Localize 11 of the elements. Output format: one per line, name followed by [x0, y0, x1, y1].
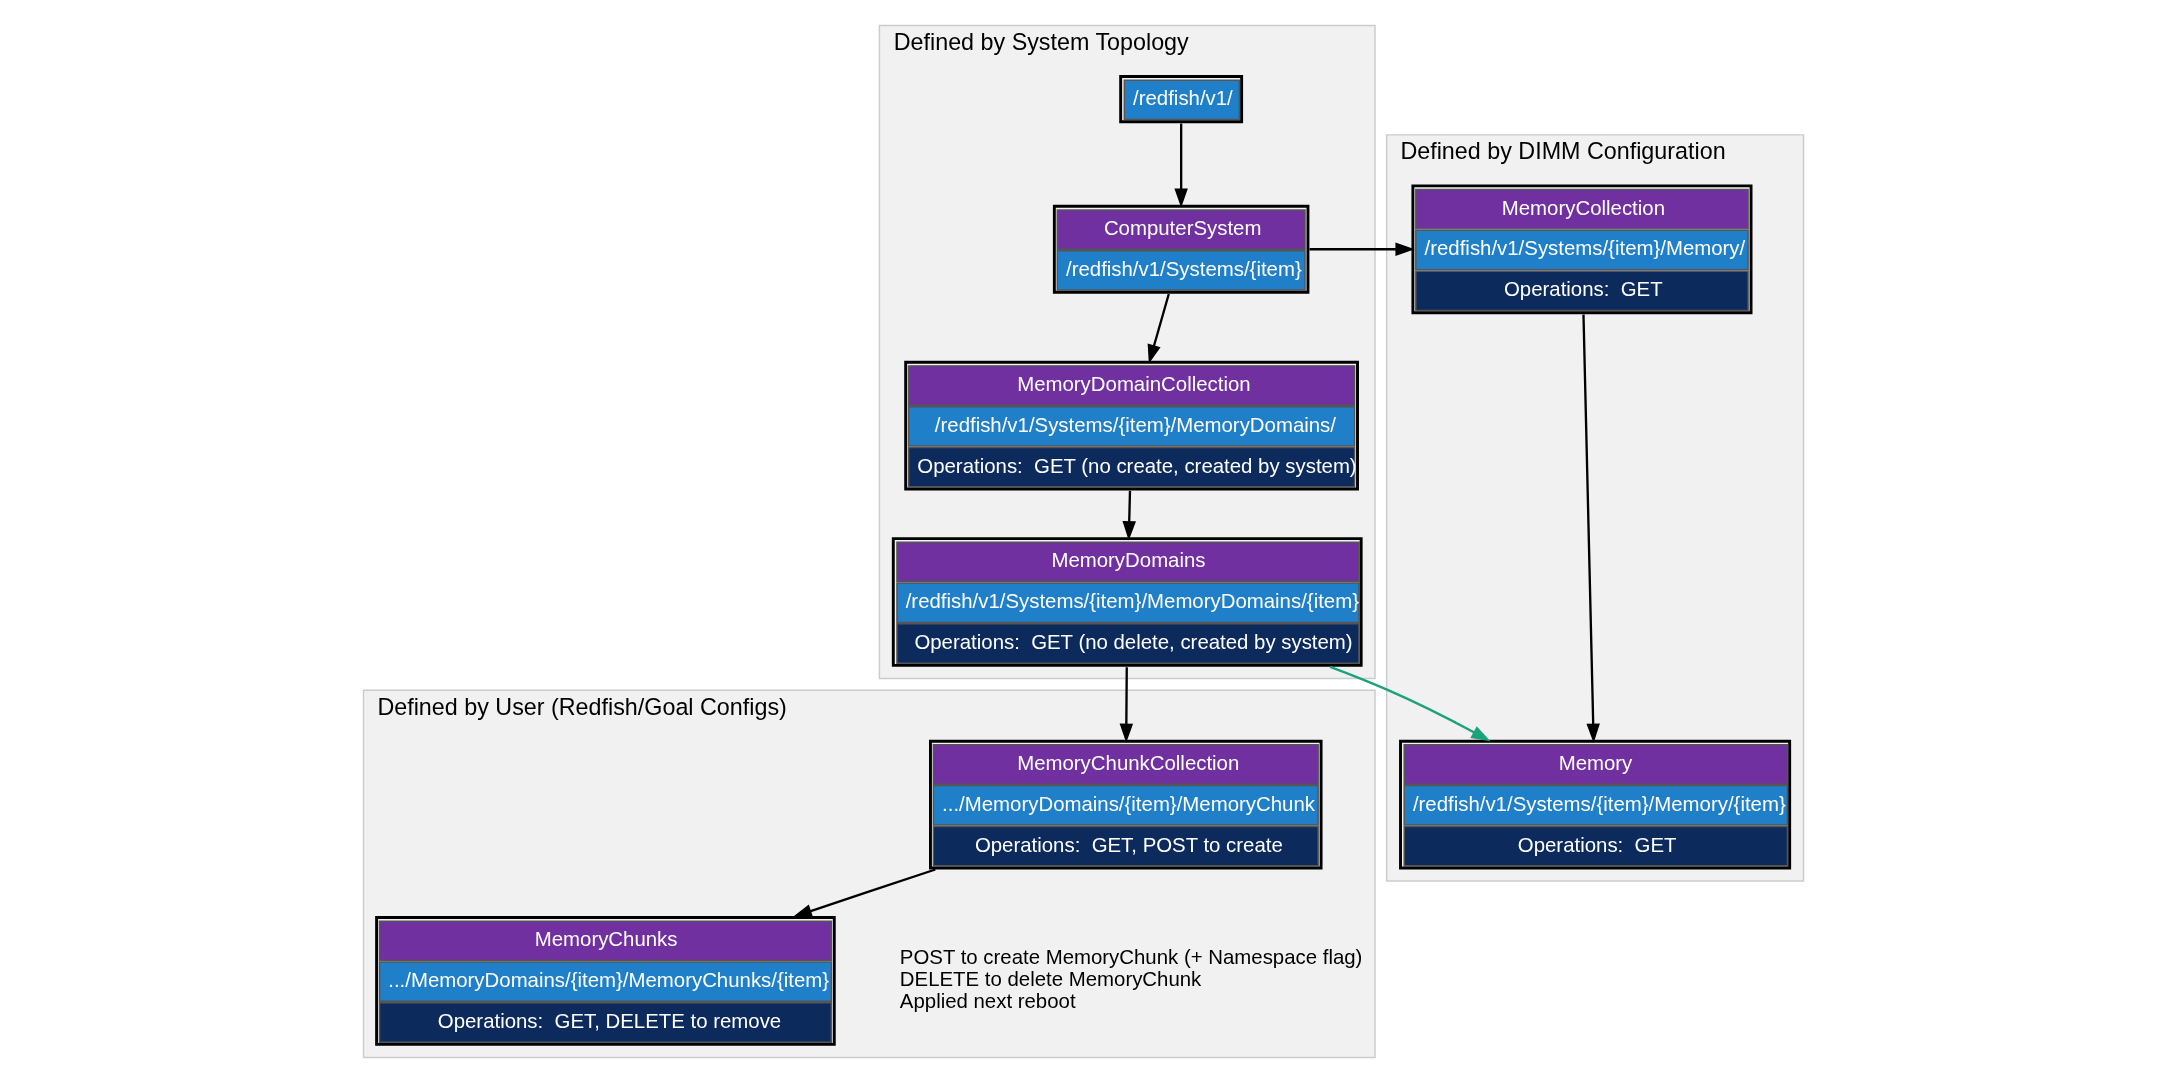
arrow — [1122, 490, 1136, 541]
arrow — [1582, 314, 1600, 743]
label: POST to create MemoryChunk (+ Namespace flag) — [899, 946, 1363, 969]
arrow — [1174, 123, 1188, 208]
arrow — [1309, 242, 1415, 256]
arrow — [1119, 667, 1134, 743]
arrow — [1329, 665, 1491, 742]
label: Applied next reboot — [899, 990, 1076, 1013]
arrow — [1147, 293, 1170, 364]
arrow — [792, 868, 936, 918]
label: DELETE to delete MemoryChunk — [899, 968, 1202, 991]
